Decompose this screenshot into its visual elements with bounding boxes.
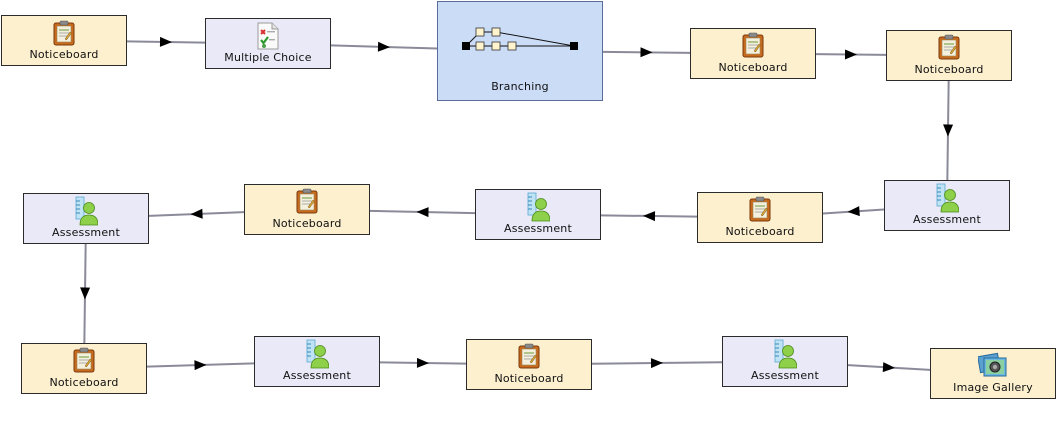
node-noticeboard[interactable]: Noticeboard: [1, 15, 127, 66]
noticeboard-icon: [296, 188, 318, 218]
node-label: Assessment: [504, 222, 572, 235]
arrowhead: [943, 124, 954, 137]
node-noticeboard[interactable]: Noticeboard: [21, 343, 147, 394]
node-label: Assessment: [52, 226, 120, 239]
node-label: Assessment: [283, 369, 351, 382]
assessment-icon: [935, 183, 960, 217]
arrowhead: [377, 41, 390, 52]
node-noticeboard[interactable]: Noticeboard: [690, 28, 816, 79]
assessment-icon: [305, 339, 330, 373]
arrowhead: [882, 362, 895, 373]
noticeboard-icon: [749, 196, 771, 226]
node-label: Assessment: [913, 213, 981, 226]
node-label: Image Gallery: [953, 381, 1033, 394]
node-noticeboard[interactable]: Noticeboard: [886, 30, 1012, 81]
assessment-icon: [773, 339, 798, 373]
node-label: Assessment: [751, 369, 819, 382]
node-assessment[interactable]: Assessment: [722, 336, 848, 387]
node-assessment[interactable]: Assessment: [475, 189, 601, 240]
node-branching[interactable]: Branching: [437, 1, 603, 101]
arrowhead: [844, 49, 857, 60]
branching-icon: [462, 26, 578, 60]
arrowhead: [416, 207, 429, 218]
multiple-choice-icon: [255, 22, 281, 54]
node-label: Noticeboard: [49, 376, 119, 389]
node-label: Branching: [491, 80, 549, 93]
node-assessment[interactable]: Assessment: [23, 193, 149, 244]
noticeboard-icon: [518, 343, 540, 373]
arrowhead: [640, 47, 653, 58]
arrowhead: [80, 287, 91, 300]
node-label: Noticeboard: [914, 63, 984, 76]
arrowhead: [847, 206, 860, 217]
node-noticeboard[interactable]: Noticeboard: [244, 184, 370, 235]
noticeboard-icon: [742, 32, 764, 62]
noticeboard-icon: [53, 20, 75, 50]
node-label: Noticeboard: [718, 61, 788, 74]
arrowhead: [416, 357, 429, 368]
node-label: Noticeboard: [725, 225, 795, 238]
node-label: Multiple Choice: [224, 51, 312, 64]
arrowhead: [159, 36, 172, 47]
node-image-gallery[interactable]: Image Gallery: [930, 348, 1056, 399]
arrowhead: [650, 358, 663, 369]
node-assessment[interactable]: Assessment: [254, 336, 380, 387]
node-label: Noticeboard: [494, 372, 564, 385]
arrowhead: [194, 360, 207, 371]
assessment-icon: [74, 196, 99, 230]
node-assessment[interactable]: Assessment: [884, 180, 1010, 231]
node-noticeboard[interactable]: Noticeboard: [466, 339, 592, 390]
node-label: Noticeboard: [272, 217, 342, 230]
arrowhead: [643, 211, 656, 222]
noticeboard-icon: [938, 34, 960, 64]
arrowhead: [190, 208, 203, 219]
node-label: Noticeboard: [29, 48, 99, 61]
image-gallery-icon: [977, 352, 1008, 382]
node-multiple-choice[interactable]: Multiple Choice: [205, 18, 331, 69]
noticeboard-icon: [73, 347, 95, 377]
assessment-icon: [526, 192, 551, 226]
node-noticeboard[interactable]: Noticeboard: [697, 192, 823, 243]
